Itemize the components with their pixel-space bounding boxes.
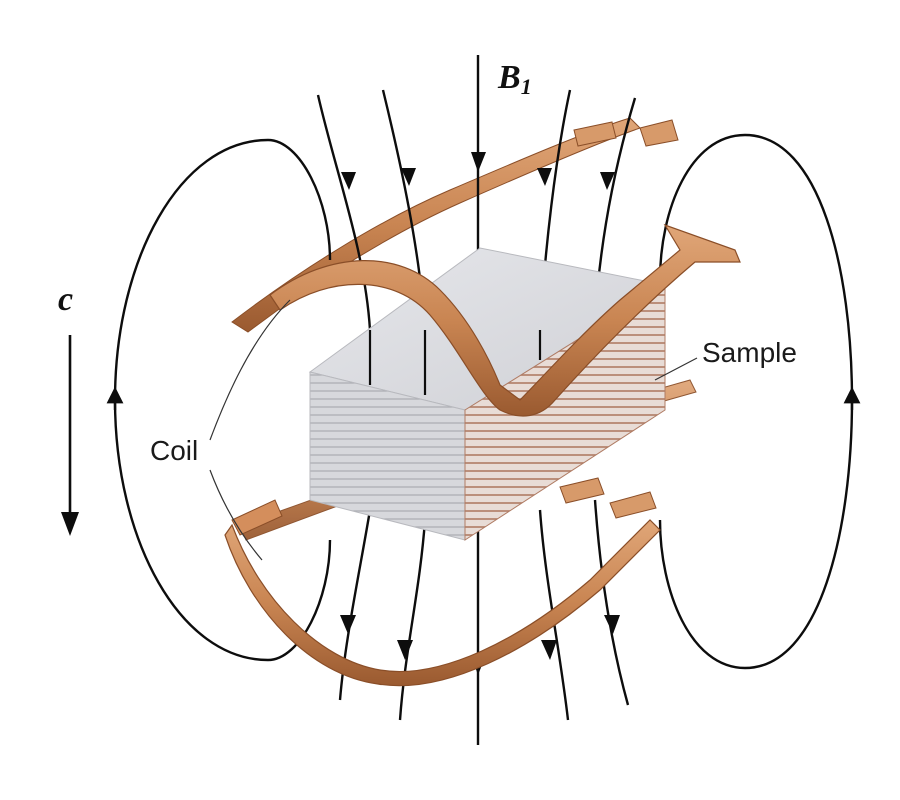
field-return-loop-left-inner: [267, 138, 332, 662]
field-label: B1: [497, 59, 532, 99]
coil-pointer-upper: [209, 299, 291, 441]
sample-pointer: [654, 357, 698, 381]
field-label-main: B: [497, 59, 521, 96]
label-pointers: [209, 299, 698, 561]
sample-label: Sample: [702, 337, 797, 368]
field-return-loop-left: [113, 138, 269, 662]
coil-pointer-lower: [209, 469, 263, 561]
field-line-1: [316, 94, 372, 331]
field-label-subscript: 1: [521, 74, 532, 99]
field-line-2-lower: [398, 519, 427, 721]
field-return-loop-right: [658, 133, 854, 670]
c-axis-arrow: [61, 335, 79, 536]
sample-block: [308, 247, 667, 541]
axis-label: c: [58, 281, 73, 318]
field-line-1-lower: [338, 509, 372, 701]
coil-label: Coil: [150, 435, 198, 466]
coil-front: [224, 223, 741, 687]
field-line-5-lower: [593, 499, 630, 706]
